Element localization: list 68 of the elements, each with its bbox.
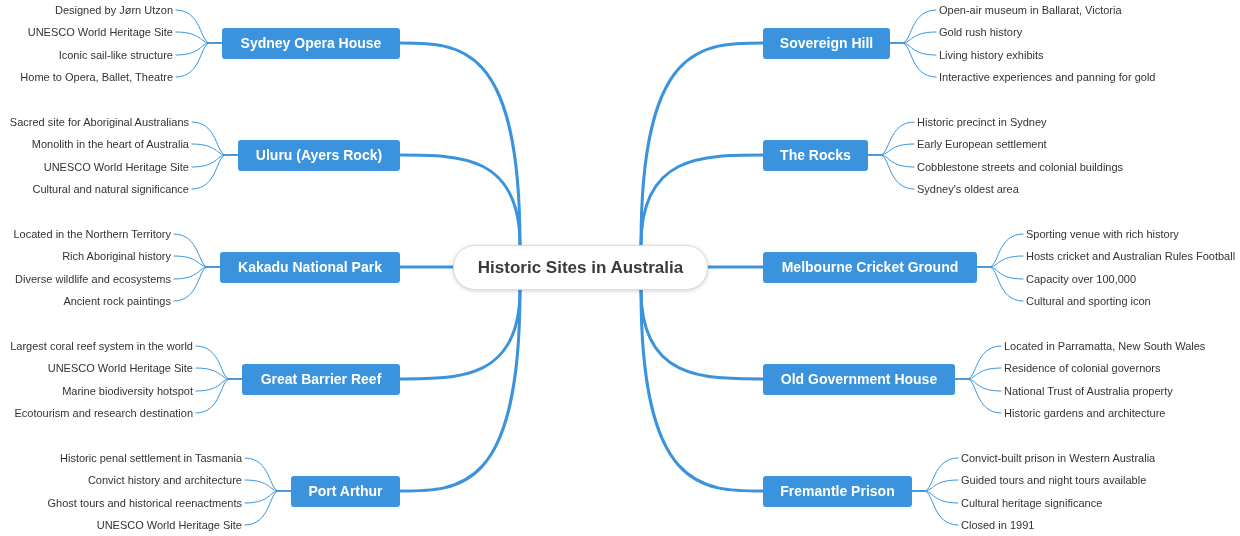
connector-line <box>954 378 1002 414</box>
subtopic-text: Sydney's oldest area <box>914 181 1022 197</box>
subtopic-text: Located in Parramatta, New South Wales <box>1001 338 1209 354</box>
subtopic-text: UNESCO World Heritage Site <box>40 159 192 175</box>
topic-box: Sydney Opera House <box>222 27 400 59</box>
subtopic-text: Cobblestone streets and colonial buildings <box>914 159 1127 175</box>
subtopic-text: Designed by Jørn Utzon <box>52 2 176 18</box>
subtopic-text: Ghost tours and historical reenactments <box>44 495 245 511</box>
connector-line <box>175 42 223 78</box>
subtopic-text: Historic precinct in Sydney <box>914 114 1050 130</box>
subtopic-text: Open-air museum in Ballarat, Victoria <box>936 2 1125 18</box>
subtopic-text: UNESCO World Heritage Site <box>24 24 176 40</box>
subtopic-text: Gold rush history <box>936 24 1026 40</box>
subtopic-text: Convict history and architecture <box>84 472 245 488</box>
connector-line <box>889 42 937 78</box>
branch-connector <box>706 265 765 269</box>
subtopic-text: Residence of colonial governors <box>1001 360 1164 376</box>
topic-box: Old Government House <box>763 363 955 395</box>
branch-connector <box>639 153 765 247</box>
connector-line <box>195 378 243 414</box>
branch-connector <box>639 41 765 247</box>
connector-line <box>191 154 239 190</box>
branch-connector <box>398 265 455 269</box>
subtopic-text: Historic penal settlement in Tasmania <box>57 450 245 466</box>
subtopic-text: Guided tours and night tours available <box>958 472 1150 488</box>
subtopic-text: Home to Opera, Ballet, Theatre <box>17 69 176 85</box>
central-topic: Historic Sites in Australia <box>453 245 708 290</box>
subtopic-text: Located in the Northern Territory <box>10 226 174 242</box>
topic-box: The Rocks <box>763 139 868 171</box>
subtopic-text: UNESCO World Heritage Site <box>44 360 196 376</box>
subtopic-text: Marine biodiversity hotspot <box>59 383 196 399</box>
subtopic-text: Iconic sail-like structure <box>55 47 176 63</box>
subtopic-text: Diverse wildlife and ecosystems <box>12 271 174 287</box>
subtopic-text: National Trust of Australia property <box>1001 383 1176 399</box>
branch-connector <box>398 288 522 493</box>
branch-connector <box>398 153 522 247</box>
connector-line <box>867 154 915 190</box>
subtopic-text: Sacred site for Aboriginal Australians <box>6 114 192 130</box>
subtopic-text: UNESCO World Heritage Site <box>93 517 245 533</box>
subtopic-text: Cultural and natural significance <box>29 181 192 197</box>
subtopic-text: Hosts cricket and Australian Rules Football <box>1023 248 1239 264</box>
topic-box: Melbourne Cricket Ground <box>763 251 977 283</box>
subtopic-text: Ecotourism and research destination <box>11 405 196 421</box>
subtopic-text: Monolith in the heart of Australia <box>28 136 192 152</box>
subtopic-text: Interactive experiences and panning for gold <box>936 69 1159 85</box>
subtopic-text: Living history exhibits <box>936 47 1047 63</box>
subtopic-text: Capacity over 100,000 <box>1023 271 1140 287</box>
subtopic-text: Rich Aboriginal history <box>59 248 174 264</box>
subtopic-text: Early European settlement <box>914 136 1050 152</box>
subtopic-text: Convict-built prison in Western Australia <box>958 450 1159 466</box>
subtopic-text: Largest coral reef system in the world <box>7 338 196 354</box>
connector-line <box>173 266 221 302</box>
topic-box: Fremantle Prison <box>763 475 912 507</box>
connector-line <box>976 266 1024 302</box>
subtopic-text: Historic gardens and architecture <box>1001 405 1169 421</box>
topic-box: Uluru (Ayers Rock) <box>238 139 400 171</box>
topic-box: Sovereign Hill <box>763 27 890 59</box>
topic-box: Port Arthur <box>291 475 400 507</box>
subtopic-text: Cultural heritage significance <box>958 495 1106 511</box>
connector-line <box>911 490 959 526</box>
subtopic-text: Cultural and sporting icon <box>1023 293 1154 309</box>
topic-box: Great Barrier Reef <box>242 363 400 395</box>
subtopic-text: Closed in 1991 <box>958 517 1038 533</box>
connector-line <box>244 490 292 526</box>
subtopic-text: Ancient rock paintings <box>60 293 174 309</box>
topic-box: Kakadu National Park <box>220 251 400 283</box>
branch-connector <box>639 288 765 493</box>
subtopic-text: Sporting venue with rich history <box>1023 226 1182 242</box>
